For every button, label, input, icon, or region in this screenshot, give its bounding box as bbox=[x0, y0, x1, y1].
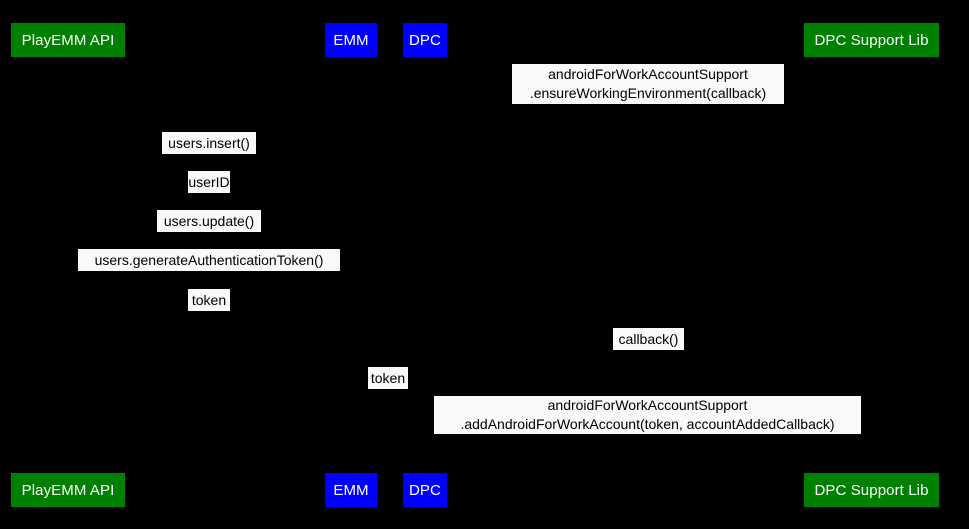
participant-emm-bottom[interactable]: EMM bbox=[325, 473, 377, 507]
participant-dpclib[interactable]: DPC Support Lib bbox=[804, 23, 939, 57]
message-text-line: userID bbox=[188, 173, 230, 190]
message-text-line: .addAndroidForWorkAccount(token, account… bbox=[460, 416, 835, 432]
lifeline-dpc bbox=[425, 57, 426, 473]
message-text-line: callback() bbox=[618, 330, 679, 347]
participant-label: DPC bbox=[409, 31, 441, 49]
msg-userid-arrow bbox=[68, 193, 351, 194]
msg-add-android-for-work-account: androidForWorkAccountSupport .addAndroidF… bbox=[434, 396, 861, 434]
message-text-line: users.generateAuthenticationToken() bbox=[94, 251, 324, 268]
participant-label: DPC Support Lib bbox=[814, 31, 929, 49]
message-text-line: androidForWorkAccountSupport bbox=[547, 397, 748, 413]
msg-users-update: users.update() bbox=[157, 210, 261, 232]
msg-callback-arrow bbox=[425, 350, 871, 351]
msg-users-update-arrow bbox=[68, 232, 351, 233]
msg-token-to-dpc-arrow bbox=[351, 389, 425, 390]
msg-token-to-dpc: token bbox=[368, 367, 408, 389]
message-text-line: token bbox=[370, 369, 406, 386]
msg-generate-authentication-token-arrow bbox=[68, 271, 351, 272]
participant-dpc-bottom[interactable]: DPC bbox=[403, 473, 447, 507]
msg-ensure-working-environment: androidForWorkAccountSupport .ensureWorki… bbox=[512, 64, 784, 104]
msg-generate-authentication-token: users.generateAuthenticationToken() bbox=[78, 249, 340, 271]
lifeline-dpclib bbox=[871, 57, 872, 473]
message-text-line: users.insert() bbox=[168, 134, 250, 151]
message-text-line: androidForWorkAccountSupport bbox=[548, 66, 748, 82]
participant-label: PlayEMM API bbox=[21, 31, 115, 49]
participant-playemm-bottom[interactable]: PlayEMM API bbox=[11, 473, 125, 507]
message-text-line: .ensureWorkingEnvironment(callback) bbox=[529, 85, 767, 101]
participant-label: EMM bbox=[333, 481, 369, 499]
participant-dpclib-bottom[interactable]: DPC Support Lib bbox=[804, 473, 939, 507]
msg-token-to-emm-arrow bbox=[68, 311, 351, 312]
participant-label: PlayEMM API bbox=[21, 481, 115, 499]
message-text-line: token bbox=[191, 291, 227, 308]
msg-add-android-for-work-account-arrow bbox=[425, 434, 871, 435]
participant-label: DPC Support Lib bbox=[814, 481, 929, 499]
msg-userid: userID bbox=[188, 171, 230, 193]
participant-label: EMM bbox=[333, 31, 369, 49]
lifeline-emm bbox=[351, 57, 352, 473]
message-text-line: users.update() bbox=[163, 212, 255, 229]
participant-dpc[interactable]: DPC bbox=[403, 23, 447, 57]
msg-ensure-working-environment-arrow bbox=[425, 104, 871, 105]
participant-emm[interactable]: EMM bbox=[325, 23, 377, 57]
participant-label: DPC bbox=[409, 481, 441, 499]
msg-callback: callback() bbox=[613, 328, 684, 350]
msg-users-insert: users.insert() bbox=[162, 132, 256, 154]
lifeline-playemm bbox=[68, 57, 69, 473]
msg-users-insert-arrow bbox=[68, 154, 351, 155]
msg-token-to-emm: token bbox=[188, 289, 230, 311]
participant-playemm[interactable]: PlayEMM API bbox=[11, 23, 125, 57]
